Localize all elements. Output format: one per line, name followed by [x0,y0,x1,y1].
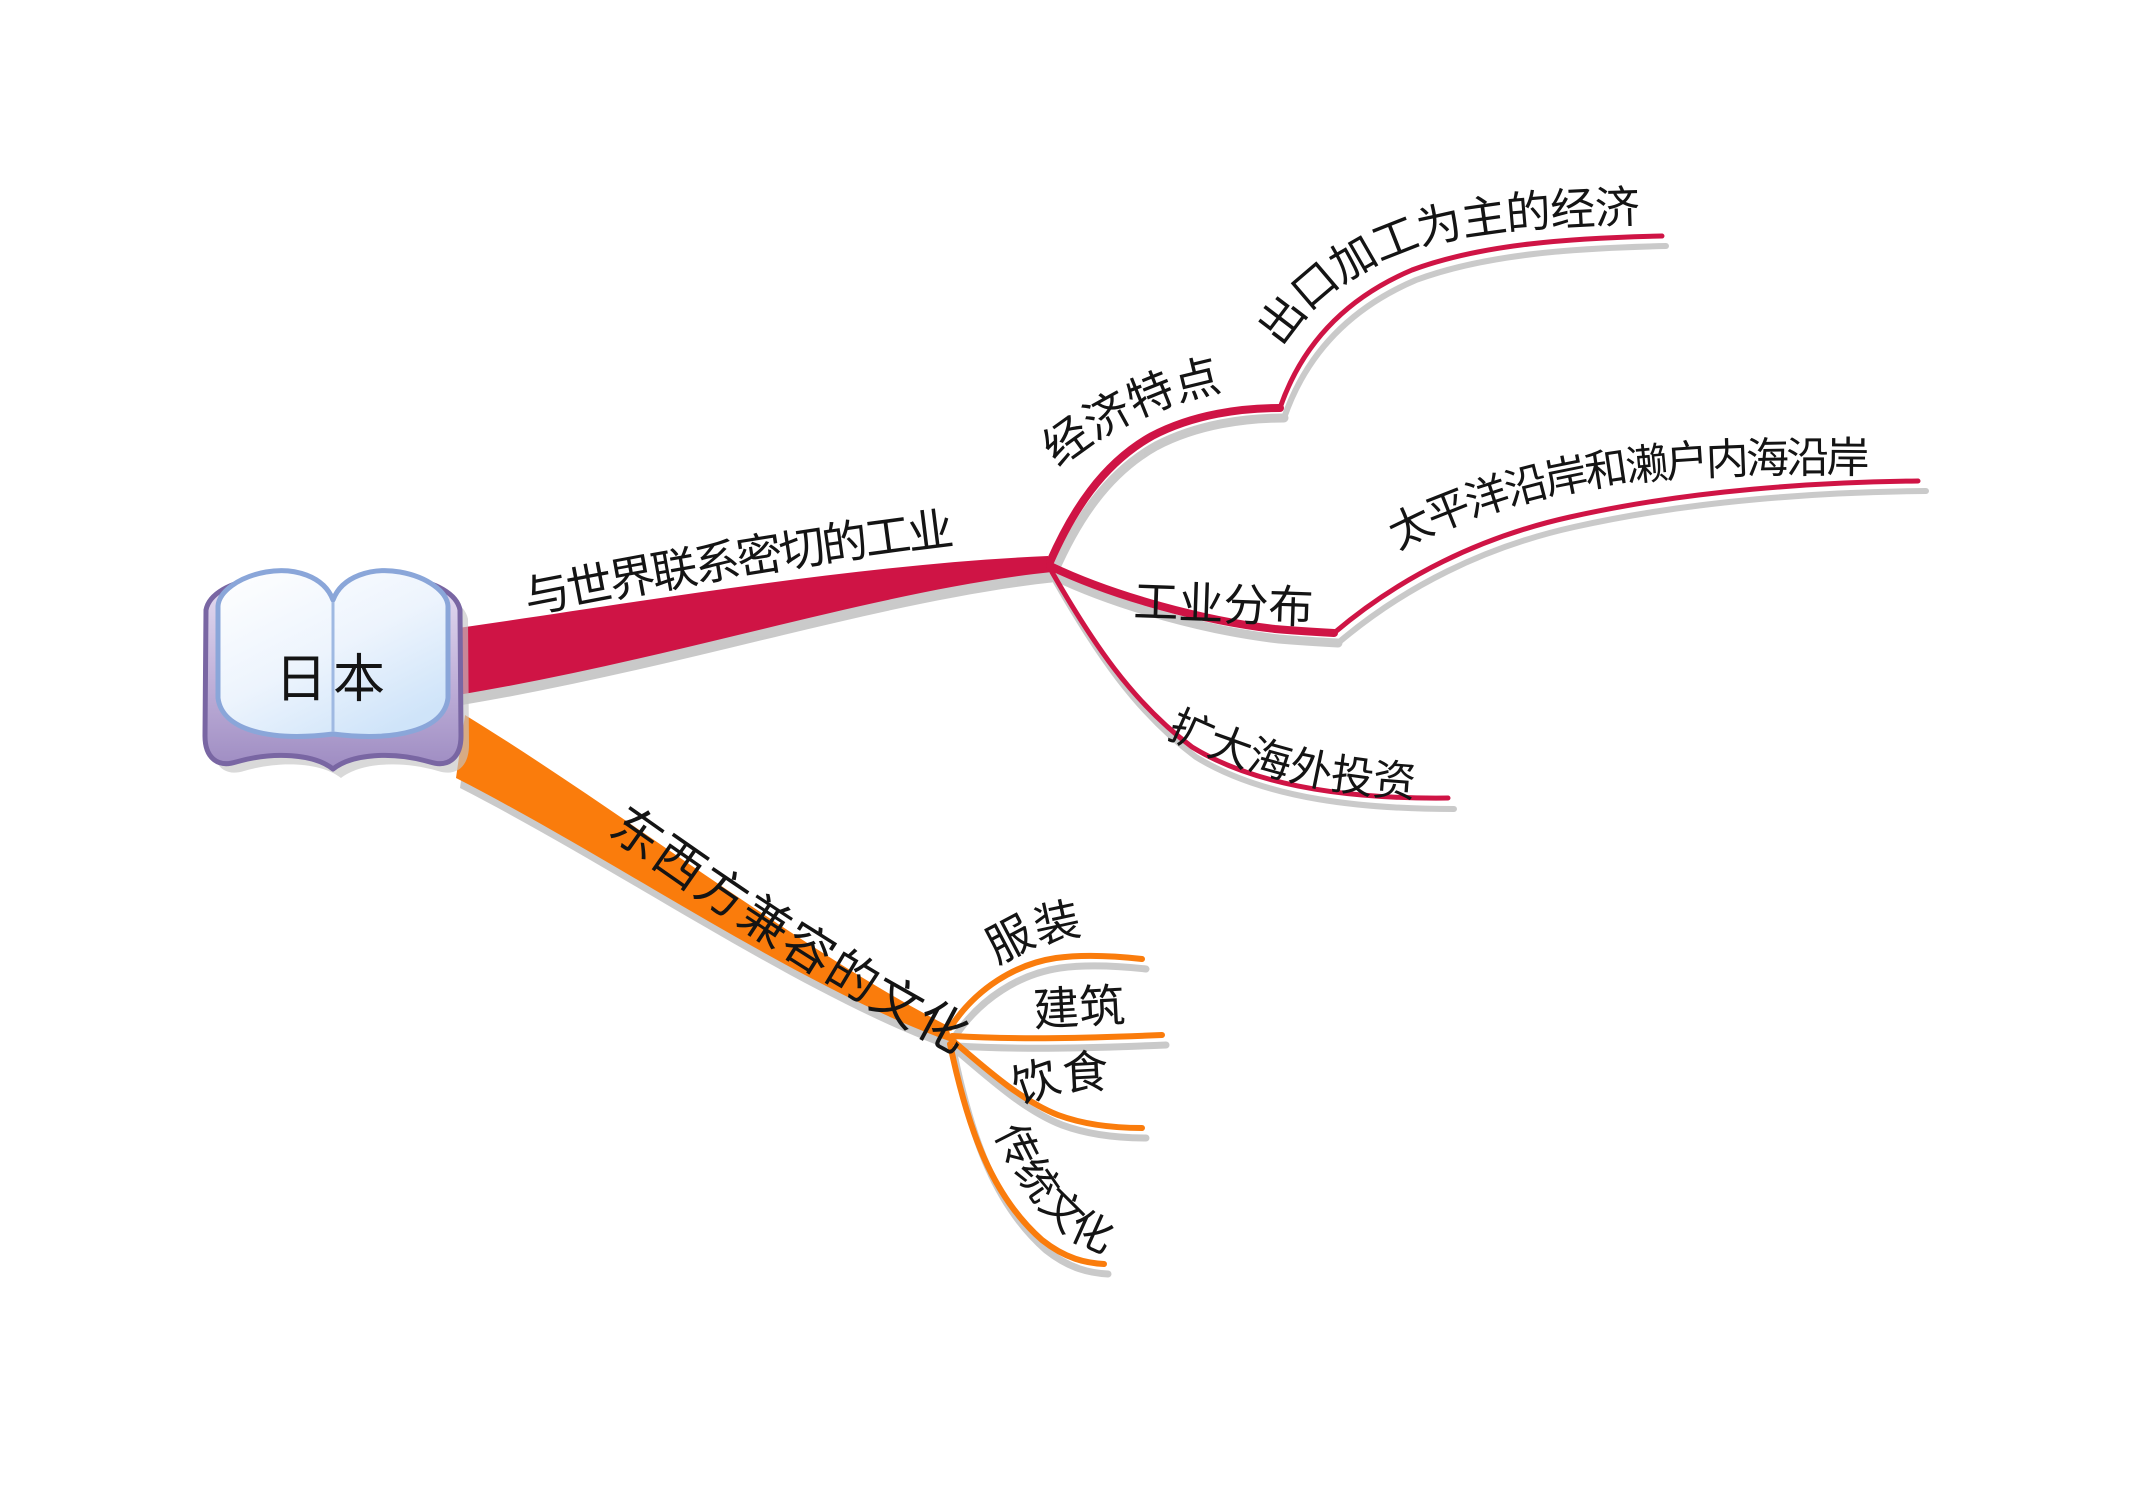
distribution-label[interactable]: 工业分布 [1133,577,1315,633]
center-topic[interactable]: 日本 [202,568,469,778]
distribution-line-shadow [1049,571,1343,648]
industry-ribbon-shadow [462,566,1056,705]
clothing-line-shadow [950,962,1150,1042]
economy-label[interactable]: 经济特点 [1034,350,1225,475]
food-label[interactable]: 饮食 [1006,1046,1110,1113]
tradition-branch-line[interactable] [947,1041,1107,1267]
architecture-line-shadow [952,1041,1170,1052]
center-topic-label[interactable]: 日本 [275,652,391,709]
investment-branch-line[interactable] [1049,569,1451,801]
architecture-label[interactable]: 建筑 [1032,980,1127,1036]
food-line-shadow [952,1046,1150,1142]
culture-branch-label[interactable]: 东西方兼容的文化 [600,796,979,1065]
industry-branch-ribbon[interactable] [458,556,1052,695]
tradition-label[interactable]: 传统文化 [986,1117,1120,1263]
pacific-coast-branch-line[interactable] [1331,478,1921,636]
food-branch-line[interactable] [949,1037,1145,1131]
export-economy-branch-line[interactable] [1277,233,1665,411]
distribution-branch-line[interactable] [1046,562,1338,637]
clothing-branch-line[interactable] [947,952,1145,1031]
economy-branch-line[interactable] [1046,404,1284,566]
pacific-line-shadow [1335,488,1929,646]
architecture-branch-line[interactable] [949,1032,1165,1042]
culture-branch-ribbon[interactable] [456,715,952,1042]
economy-line-shadow [1049,413,1289,577]
export-line-shadow [1281,243,1669,421]
